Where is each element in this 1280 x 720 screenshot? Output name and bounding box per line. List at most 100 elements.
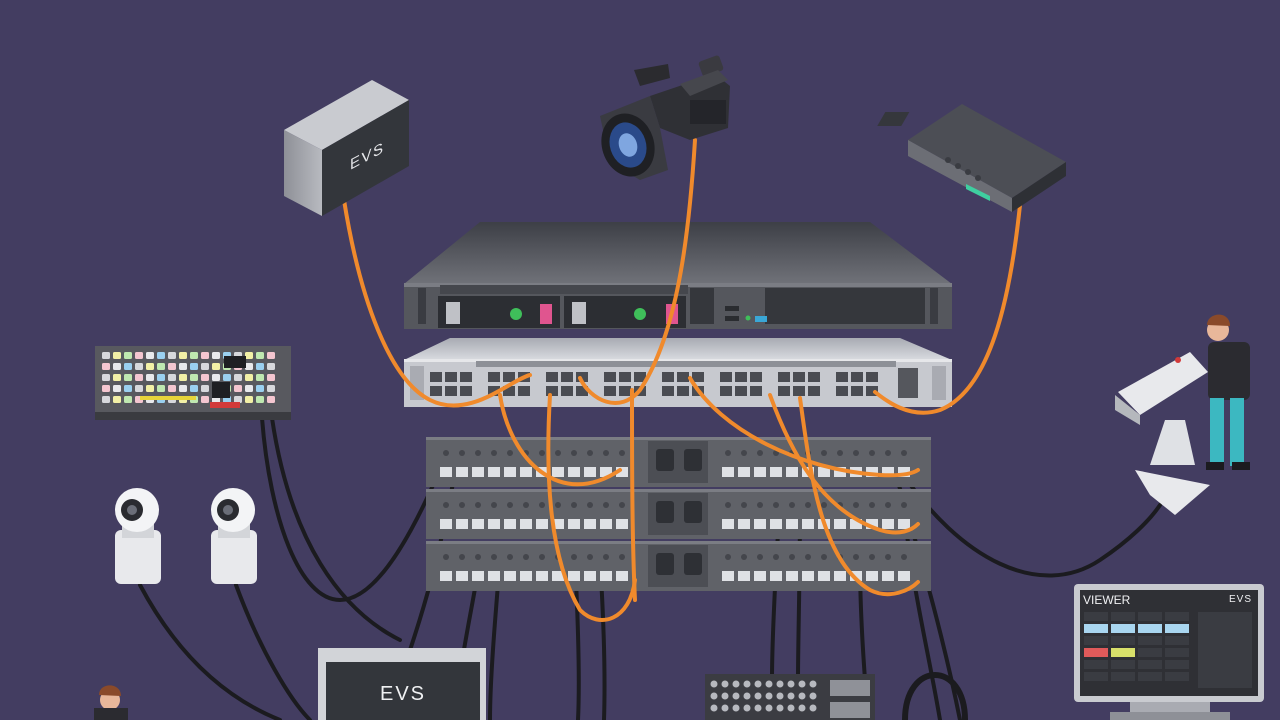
switch-port xyxy=(619,386,631,396)
panel-key xyxy=(267,352,275,359)
panel-key xyxy=(201,385,209,392)
panel-key xyxy=(256,385,264,392)
panel-key xyxy=(190,363,198,370)
server-status-leds xyxy=(725,306,767,322)
switch-port xyxy=(619,372,631,382)
switch-port xyxy=(866,386,878,396)
media-server xyxy=(404,222,952,329)
drive-bay-1 xyxy=(438,296,560,328)
panel-key xyxy=(267,385,275,392)
switch-port xyxy=(576,372,588,382)
switch-port xyxy=(576,386,588,396)
switch-port xyxy=(662,372,674,382)
switch-port xyxy=(720,386,732,396)
io-chassis-stack xyxy=(426,437,931,591)
switch-port xyxy=(778,372,790,382)
switch-port xyxy=(460,386,472,396)
switch-port xyxy=(604,386,616,396)
router-leds xyxy=(945,157,981,181)
panel-key xyxy=(267,363,275,370)
viewer-grid xyxy=(1084,612,1252,688)
switch-ports xyxy=(430,372,878,396)
switch-port xyxy=(750,386,762,396)
panel-key xyxy=(168,352,176,359)
switch-port xyxy=(677,372,689,382)
switch-port xyxy=(445,386,457,396)
switch-port xyxy=(851,386,863,396)
panel-key xyxy=(146,363,154,370)
panel-key xyxy=(102,363,110,370)
panel-key xyxy=(113,385,121,392)
panel-key xyxy=(190,352,198,359)
panel-key xyxy=(102,385,110,392)
panel-key xyxy=(234,396,242,403)
switch-port xyxy=(735,372,747,382)
panel-key xyxy=(223,374,231,381)
headset-icon xyxy=(902,671,968,720)
switch-port xyxy=(488,386,500,396)
switch-port xyxy=(778,386,790,396)
switch-port xyxy=(561,372,573,382)
panel-key xyxy=(245,385,253,392)
camera-operator xyxy=(1115,314,1250,515)
panel-key xyxy=(256,396,264,403)
panel-key xyxy=(113,352,121,359)
ptz-camera-1 xyxy=(115,488,161,584)
switch-port xyxy=(503,386,515,396)
panel-key xyxy=(201,374,209,381)
switch-port xyxy=(561,386,573,396)
panel-key xyxy=(124,363,132,370)
panel-key xyxy=(256,352,264,359)
server-vent xyxy=(690,288,925,324)
panel-key xyxy=(135,363,143,370)
network-switch xyxy=(404,338,952,407)
panel-key xyxy=(157,374,165,381)
switch-port xyxy=(836,372,848,382)
panel-key xyxy=(201,352,209,359)
panel-key xyxy=(212,374,220,381)
switch-port xyxy=(677,386,689,396)
panel-key xyxy=(212,363,220,370)
evs-server-top: EVS xyxy=(284,80,409,216)
switch-port xyxy=(793,372,805,382)
panel-key xyxy=(124,374,132,381)
panel-key xyxy=(201,363,209,370)
panel-key xyxy=(179,385,187,392)
panel-key xyxy=(146,385,154,392)
switch-port xyxy=(836,386,848,396)
switch-port xyxy=(692,372,704,382)
switch-port xyxy=(488,372,500,382)
switch-port xyxy=(808,386,820,396)
panel-key xyxy=(124,352,132,359)
panel-key xyxy=(179,363,187,370)
panel-key xyxy=(234,385,242,392)
switch-port xyxy=(503,372,515,382)
panel-key xyxy=(102,374,110,381)
panel-key xyxy=(201,396,209,403)
panel-key xyxy=(135,374,143,381)
viewer-title: VIEWER xyxy=(1083,593,1131,607)
evs-server-bottom: EVS xyxy=(318,648,486,720)
switch-port xyxy=(662,386,674,396)
switch-port xyxy=(793,386,805,396)
switch-port xyxy=(634,372,646,382)
panel-key xyxy=(113,396,121,403)
panel-key xyxy=(212,352,220,359)
switch-port xyxy=(546,386,558,396)
panel-key xyxy=(179,352,187,359)
panel-key xyxy=(245,374,253,381)
panel-key xyxy=(190,385,198,392)
switch-port xyxy=(430,386,442,396)
fiber-cables xyxy=(342,138,1022,622)
ptz-camera-2 xyxy=(211,488,257,584)
panel-key xyxy=(267,374,275,381)
panel-keys xyxy=(102,352,275,408)
camcorder xyxy=(600,55,730,180)
panel-key xyxy=(135,385,143,392)
panel-key xyxy=(267,396,275,403)
panel-key xyxy=(135,352,143,359)
panel-key xyxy=(113,363,121,370)
panel-key xyxy=(157,363,165,370)
panel-key xyxy=(102,396,110,403)
